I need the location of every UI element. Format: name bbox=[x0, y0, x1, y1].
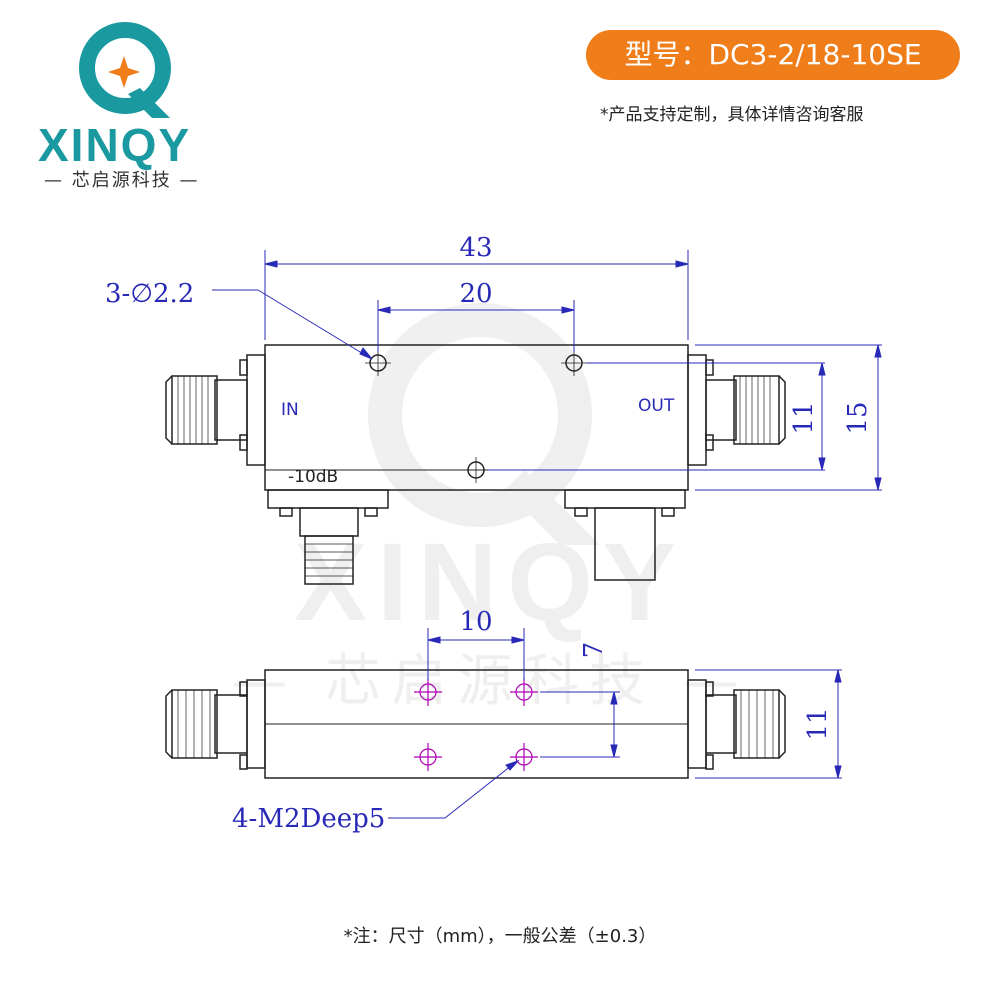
port-in-label: IN bbox=[281, 400, 299, 420]
sma-connector-side-left-icon bbox=[165, 689, 218, 759]
customization-note: *产品支持定制，具体详情咨询客服 bbox=[600, 105, 864, 125]
sma-connector-coupled-icon bbox=[304, 535, 354, 585]
dim-thread-callout: 4-M2Deep5 bbox=[232, 804, 385, 834]
dim-hole-callout: 3-∅2.2 bbox=[105, 279, 194, 309]
dim-side-offset: 7 bbox=[579, 642, 609, 659]
port-out-label: OUT bbox=[638, 396, 675, 416]
brand-subtitle: — 芯启源科技 — bbox=[44, 170, 200, 191]
brand-name: XINQY bbox=[38, 119, 192, 171]
termination-load bbox=[594, 507, 656, 581]
brand-logo: XINQY — 芯启源科技 — bbox=[20, 18, 220, 191]
sma-connector-side-right-icon bbox=[733, 689, 786, 759]
watermark-subtext: — 芯启源科技 — bbox=[231, 649, 749, 714]
watermark-text: XINQY bbox=[294, 521, 686, 644]
coupling-label: -10dB bbox=[288, 467, 338, 487]
model-badge: 型号：DC3-2/18-10SE bbox=[586, 30, 960, 80]
q-logo-icon bbox=[79, 22, 171, 118]
dim-side-spacing: 10 bbox=[459, 607, 492, 637]
dim-outer-height: 15 bbox=[843, 401, 873, 434]
side-dimensions bbox=[388, 628, 842, 819]
sma-connector-in-icon bbox=[165, 375, 218, 445]
right-flange bbox=[687, 354, 707, 466]
dim-side-height: 11 bbox=[803, 707, 833, 740]
side-view bbox=[165, 669, 786, 779]
dim-hole-spacing: 20 bbox=[459, 279, 492, 309]
sma-connector-out-icon bbox=[733, 375, 786, 445]
watermark: XINQY — 芯启源科技 — bbox=[231, 303, 749, 714]
top-dimensions bbox=[212, 250, 882, 491]
dim-inner-height: 11 bbox=[789, 401, 819, 434]
tolerance-note: *注：尺寸（mm），一般公差（±0.3） bbox=[343, 926, 657, 947]
threaded-holes bbox=[414, 678, 538, 771]
dim-length: 43 bbox=[459, 233, 492, 263]
left-flange bbox=[246, 354, 266, 466]
